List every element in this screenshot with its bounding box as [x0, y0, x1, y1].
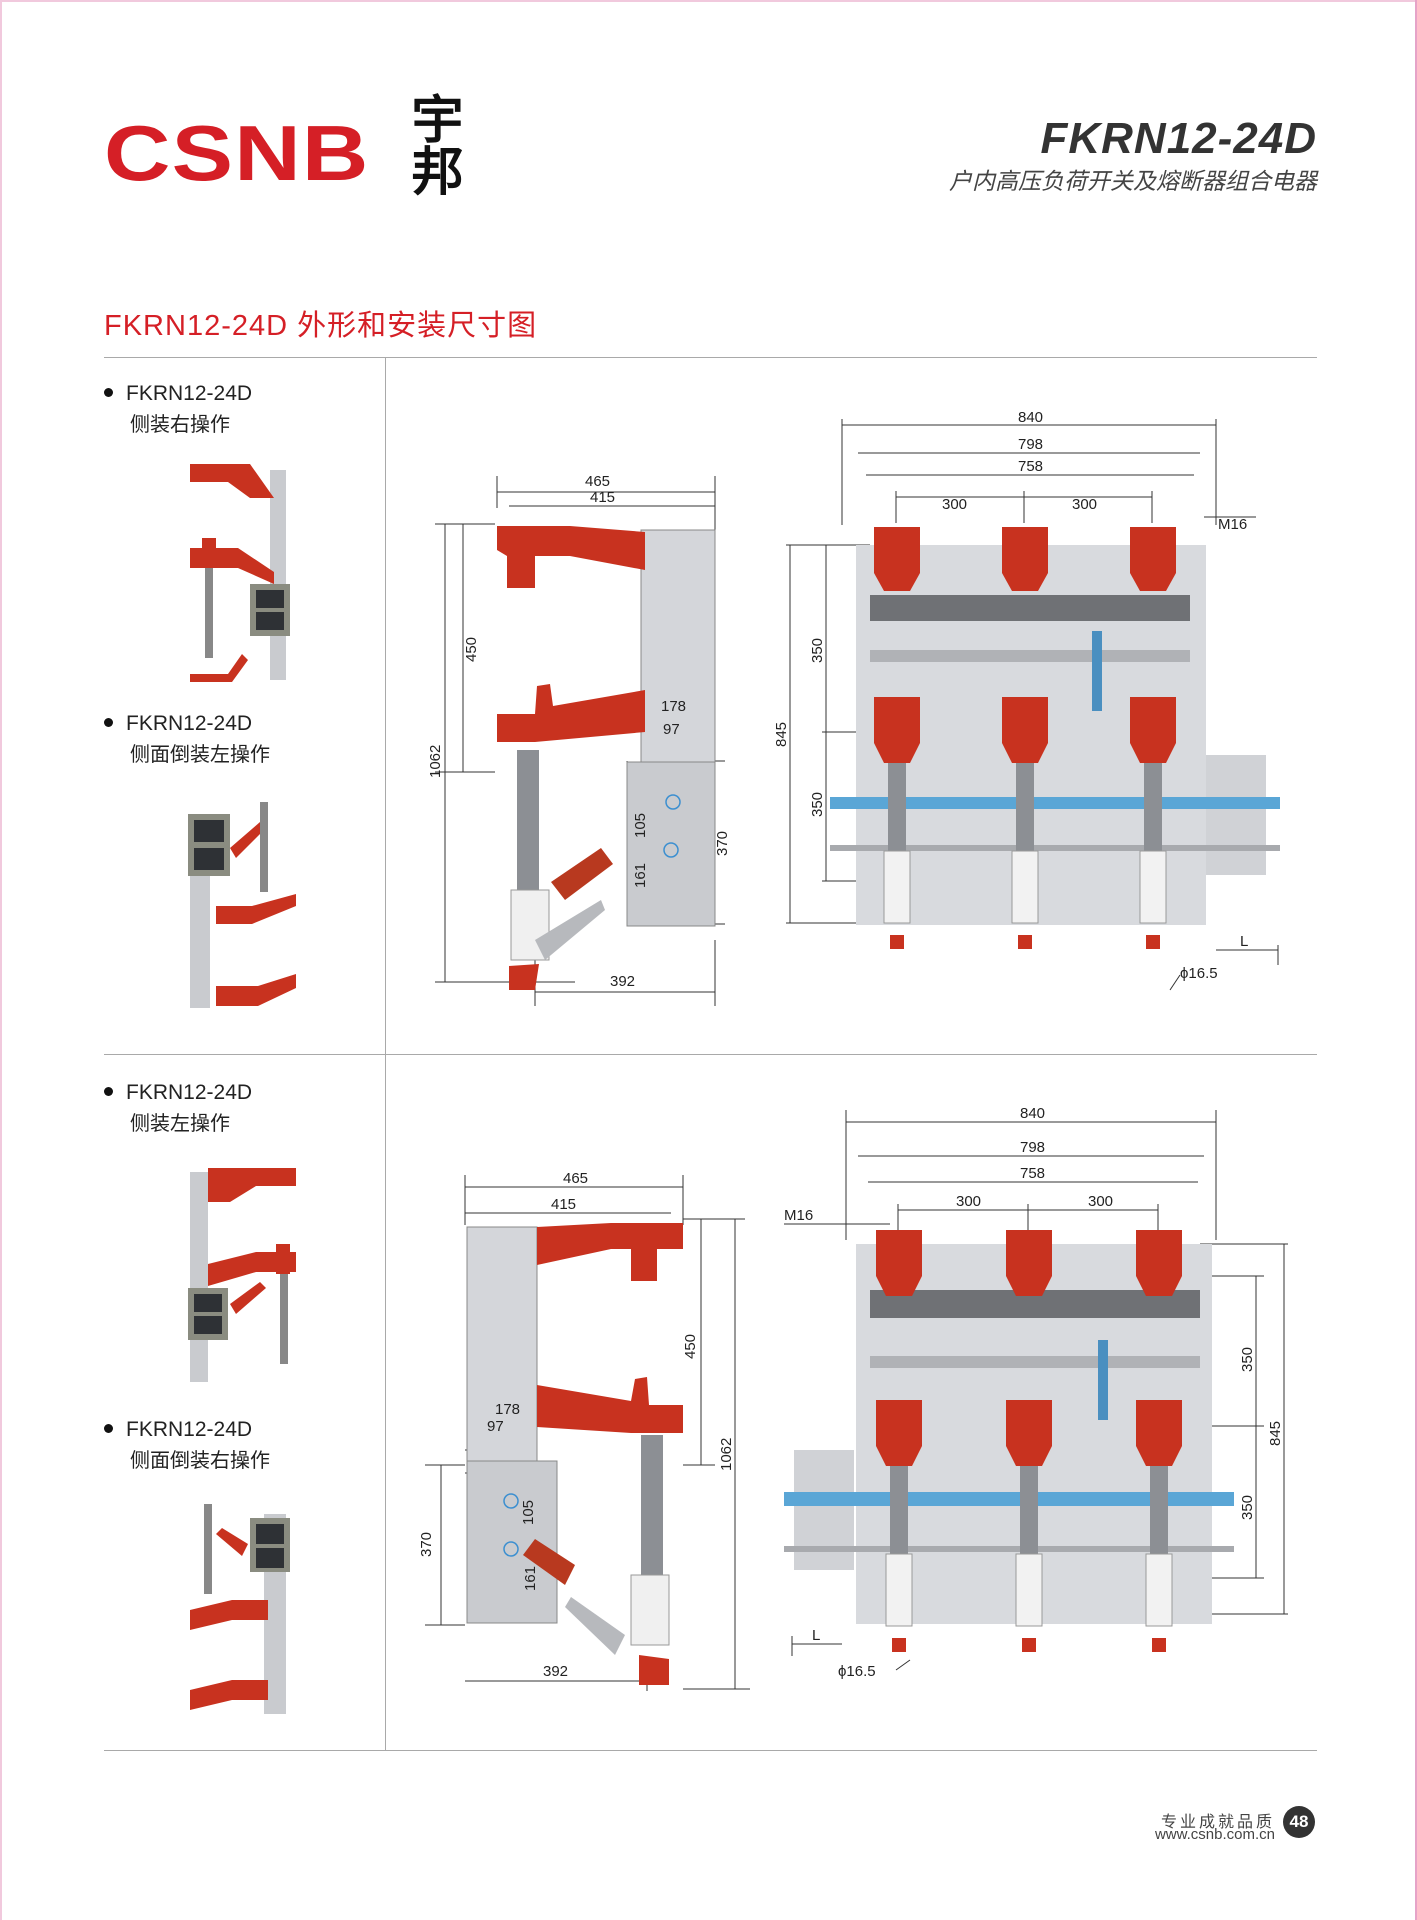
product-thumb-left-operation	[188, 1168, 296, 1382]
variant-desc: 侧装左操作	[130, 1113, 230, 1135]
dim-300-left: 300	[942, 496, 967, 513]
product-thumb-inverted-right-operation	[190, 1504, 290, 1714]
product-thumb-right-operation	[190, 464, 290, 682]
product-subtitle: 户内高压负荷开关及熔断器组合电器	[949, 168, 1317, 194]
dim-392: 392	[610, 973, 635, 990]
label-m16: M16	[1218, 516, 1247, 533]
label-hole: ϕ16.5	[838, 1663, 876, 1680]
dim-1062: 1062	[427, 745, 444, 778]
dim-392: 392	[543, 1663, 568, 1680]
dim-370: 370	[714, 831, 731, 856]
dim-798: 798	[1020, 1139, 1045, 1156]
brand-logo-latin: CSNB	[104, 109, 370, 197]
footer-slogan: 专业成就品质	[1160, 1814, 1275, 1831]
dim-415: 415	[551, 1196, 576, 1213]
dim-178: 178	[495, 1401, 520, 1418]
dim-300-right: 300	[1088, 1193, 1113, 1210]
dim-350-lower: 350	[1239, 1495, 1256, 1520]
bullet-icon	[104, 1086, 113, 1096]
product-thumb-inverted-left-operation	[188, 802, 296, 1008]
variant-desc: 侧面倒装左操作	[130, 744, 270, 766]
variant-model: FKRN12-24D	[126, 1081, 253, 1104]
dim-97: 97	[487, 1418, 504, 1435]
side-view-drawing-bottom: 465 415 450 1062 178 97 105 161 370 392	[418, 1170, 750, 1691]
bullet-icon	[104, 717, 113, 727]
dim-465: 465	[563, 1170, 588, 1187]
page-edge-left	[0, 0, 2, 1920]
dim-845: 845	[773, 722, 790, 747]
brand-logo: CSNB 宇邦	[104, 92, 464, 226]
variant-model: FKRN12-24D	[126, 712, 253, 735]
variant-label: FKRN12-24D 侧面倒装左操作	[104, 712, 270, 767]
page-number: 48	[1283, 1806, 1315, 1838]
dim-178: 178	[661, 698, 686, 715]
label-l: L	[1240, 933, 1248, 950]
column-divider	[385, 357, 386, 1750]
divider-top	[104, 357, 1317, 358]
page-edge-right	[1415, 0, 1417, 1920]
front-view-drawing-top: 840 798 758 300 300 M16 350 350 845 L ϕ1…	[773, 409, 1280, 991]
variant-label: FKRN12-24D 侧面倒装右操作	[104, 1418, 270, 1473]
variant-model: FKRN12-24D	[126, 382, 253, 405]
divider-bottom	[104, 1750, 1317, 1751]
brand-logo-chinese: 宇邦	[402, 92, 463, 196]
dim-161: 161	[522, 1566, 539, 1591]
dim-840: 840	[1020, 1105, 1045, 1122]
footer-url: www.csnb.com.cn	[1154, 1826, 1275, 1843]
dim-450: 450	[463, 637, 480, 662]
dim-465: 465	[585, 473, 610, 490]
section-title: FKRN12-24D 外形和安装尺寸图	[104, 310, 538, 342]
dim-1062: 1062	[718, 1438, 735, 1471]
product-model-title: FKRN12-24D	[1040, 114, 1317, 163]
variant-desc: 侧面倒装右操作	[130, 1450, 270, 1472]
dim-450: 450	[682, 1334, 699, 1359]
label-m16: M16	[784, 1207, 813, 1224]
dim-105: 105	[632, 813, 649, 838]
dim-350-upper: 350	[809, 638, 826, 663]
dim-350-upper: 350	[1239, 1347, 1256, 1372]
variant-model: FKRN12-24D	[126, 1418, 253, 1441]
label-l: L	[812, 1627, 820, 1644]
dim-845: 845	[1267, 1421, 1284, 1446]
label-hole: ϕ16.5	[1180, 965, 1218, 982]
divider-middle	[104, 1054, 1317, 1055]
variant-label: FKRN12-24D 侧装右操作	[104, 382, 252, 437]
dim-300-right: 300	[1072, 496, 1097, 513]
dim-758: 758	[1020, 1165, 1045, 1182]
variant-label: FKRN12-24D 侧装左操作	[104, 1081, 252, 1136]
page-edge-top	[0, 0, 1417, 2]
dim-97: 97	[663, 721, 680, 738]
dim-798: 798	[1018, 436, 1043, 453]
bullet-icon	[104, 387, 113, 397]
dim-415: 415	[590, 489, 615, 506]
variant-desc: 侧装右操作	[130, 414, 230, 436]
dim-370: 370	[418, 1532, 435, 1557]
bullet-icon	[104, 1423, 113, 1433]
dim-350-lower: 350	[809, 792, 826, 817]
front-view-drawing-bottom: 840 798 758 300 300 M16 350 350 845 L ϕ1…	[784, 1105, 1288, 1680]
dim-840: 840	[1018, 409, 1043, 426]
side-view-drawing-top: 465 415 450 1062 178 97 105 161 370 392	[427, 473, 731, 1006]
dim-758: 758	[1018, 458, 1043, 475]
dim-105: 105	[520, 1500, 537, 1525]
dim-300-left: 300	[956, 1193, 981, 1210]
dim-161: 161	[632, 863, 649, 888]
